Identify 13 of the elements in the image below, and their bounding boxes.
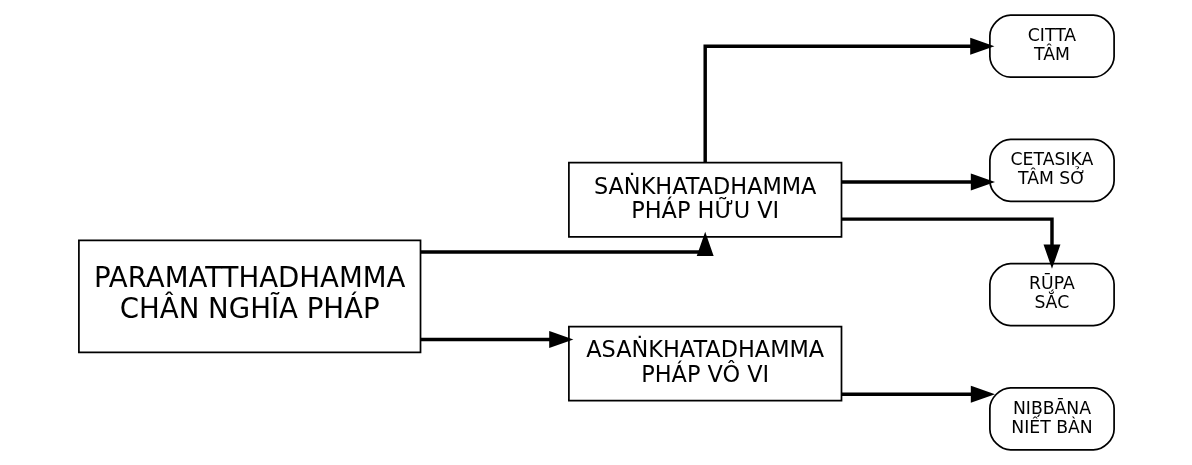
arrow bbox=[420, 331, 573, 348]
arrow bbox=[841, 217, 1060, 269]
node-box: CITTA TÂM bbox=[988, 14, 1115, 79]
node-box: NIBBĀNA NIẾT BÀN bbox=[988, 386, 1115, 451]
arrow bbox=[841, 385, 995, 403]
arrow bbox=[420, 231, 714, 257]
node-box: PARAMATTHADHAMMA CHÂN NGHĨA PHÁP bbox=[77, 239, 421, 354]
node-box: RŪPA SẮC bbox=[988, 262, 1115, 327]
arrow bbox=[702, 37, 994, 163]
arrow bbox=[841, 173, 995, 191]
node-box: SAṄKHATADHAMMA PHÁP HỮU VI bbox=[567, 161, 842, 238]
node-box: CETASIKA TÂM SỞ bbox=[988, 138, 1115, 203]
node-box: ASAṄKHATADHAMMA PHÁP VÔ VI bbox=[567, 325, 842, 402]
